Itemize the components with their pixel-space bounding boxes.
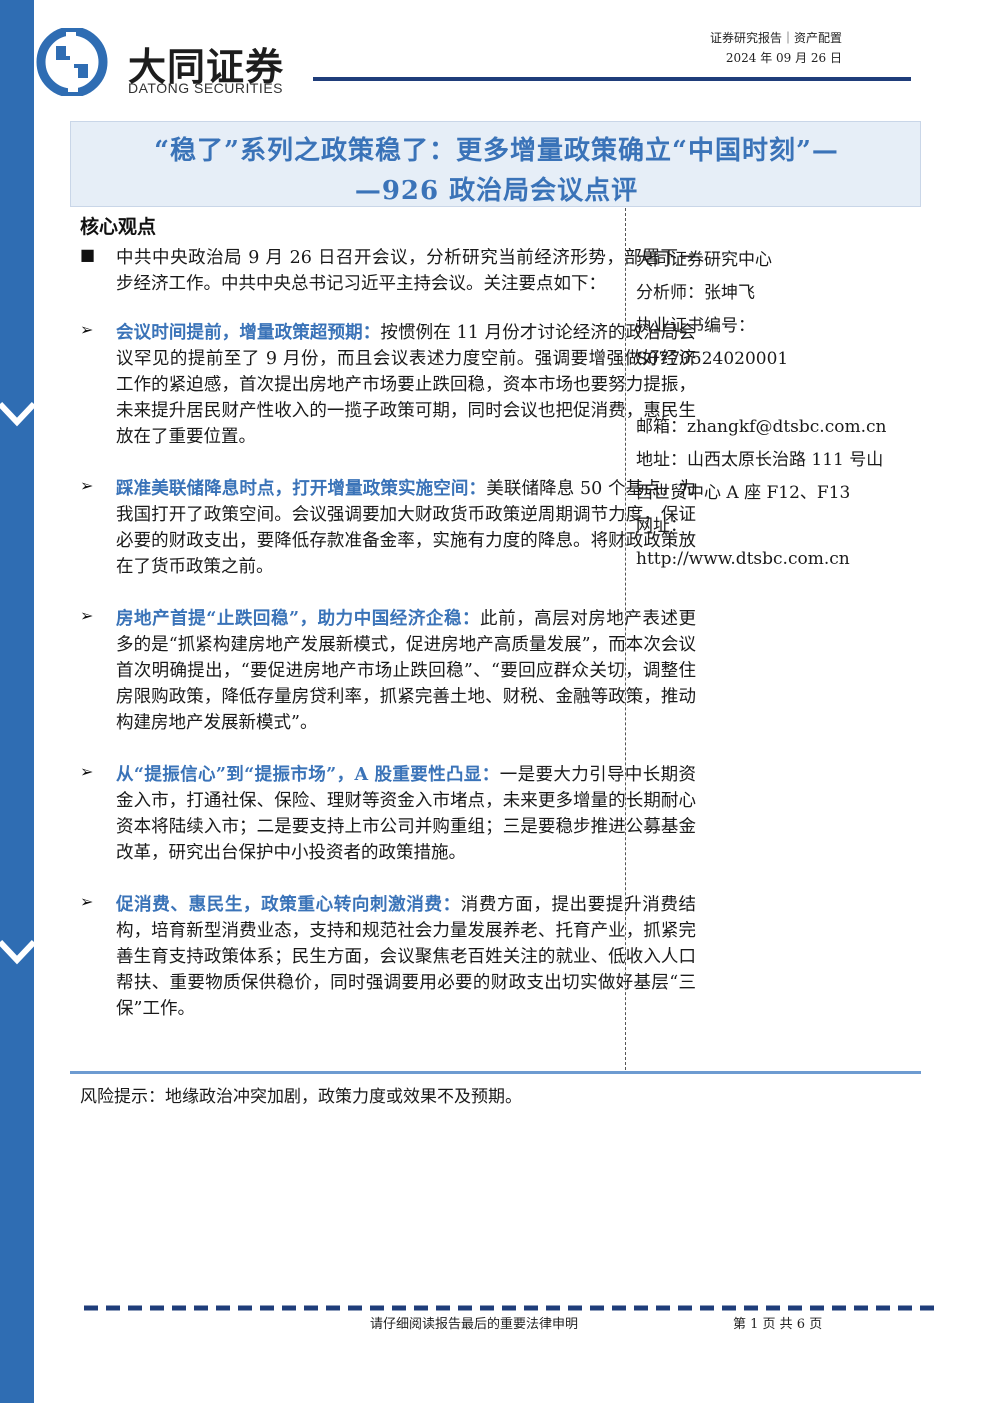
arrow-bullet-icon: ➢ (80, 476, 94, 495)
web-label: 网址： (636, 516, 687, 536)
report-date: 2024 年 09 月 26 日 (725, 51, 842, 65)
intro-text: 中共中央政治局 9 月 26 日召开会议，分析研究当前经济形势，部署下一步经济工… (116, 248, 696, 294)
analyst-info: 大同证券研究中心 分析师：张坤飞 执业证书编号： S0770524020001 (636, 244, 926, 376)
email[interactable]: 邮箱：zhangkf@dtsbc.com.cn (636, 417, 887, 437)
point-body: 消费方面，提出要提升消费结构，培育新型消费业态，支持和规范社会力量发展养老、托育… (116, 895, 697, 1019)
datong-logo-icon (36, 26, 108, 98)
address-line-2: 西世贸中心 A 座 F12、F13 (636, 483, 851, 503)
strip-notch-top (0, 400, 34, 428)
point-text: 促消费、惠民生，政策重心转向刺激消费：消费方面，提出要提升消费结构，培育新型消费… (116, 892, 696, 1022)
column-divider (625, 208, 626, 1070)
strip-notch-bottom (0, 938, 34, 966)
point-body: 按惯例在 11 月份才讨论经济的政治局会议罕见的提前至了 9 月份，而且会议表述… (116, 323, 696, 447)
report-title-line-1: “稳了”系列之政策稳了：更多增量政策确立“中国时刻”— (154, 136, 839, 166)
point-body: 一是要大力引导中长期资金入市，打通社保、保险、理财等资金入市堵点，未来更多增量的… (116, 765, 697, 863)
point-highlight: 会议时间提前，增量政策超预期： (116, 323, 381, 343)
arrow-bullet-icon: ➢ (80, 606, 94, 625)
arrow-bullet-icon: ➢ (80, 320, 94, 339)
web-url[interactable]: http://www.dtsbc.com.cn (636, 549, 850, 569)
point-highlight: 房地产首提“止跌回稳”，助力中国经济企稳： (116, 609, 481, 629)
point-body: 美联储降息 50 个基点，为我国打开了政策空间。会议强调要加大财政货币政策逆周期… (116, 479, 696, 577)
arrow-bullet-icon: ➢ (80, 762, 94, 781)
brand-name-cn: 大同证券 (128, 45, 285, 89)
header-meta: 证券研究报告｜资产配置 2024 年 09 月 26 日 (710, 28, 842, 68)
header-rule (313, 77, 911, 81)
point-body: 此前，高层对房地产表述更多的是“抓紧构建房地产发展新模式，促进房地产高质量发展”… (116, 609, 696, 733)
point-text: 会议时间提前，增量政策超预期：按惯例在 11 月份才讨论经济的政治局会议罕见的提… (116, 320, 696, 450)
page-number: 第 1 页 共 6 页 (733, 1317, 823, 1332)
point-text: 从“提振信心”到“提振市场”，A 股重要性凸显：一是要大力引导中长期资金入市，打… (116, 762, 696, 866)
section-bottom-rule (70, 1071, 921, 1074)
cert-label: 执业证书编号： (636, 316, 755, 336)
arrow-bullet-icon: ➢ (80, 892, 94, 911)
point-highlight: 促消费、惠民生，政策重心转向刺激消费： (116, 895, 461, 915)
footer-dashed-rule (84, 1305, 940, 1311)
risk-warning: 风险提示：地缘政治冲突加剧，政策力度或效果不及预期。 (80, 1087, 522, 1107)
left-decorative-strip (0, 0, 34, 1403)
legal-notice: 请仔细阅读报告最后的重要法律申明 (370, 1317, 579, 1332)
section-heading: 核心观点 (80, 216, 157, 238)
point-text: 踩准美联储降息时点，打开增量政策实施空间：美联储降息 50 个基点，为我国打开了… (116, 476, 696, 580)
title-band: “稳了”系列之政策稳了：更多增量政策确立“中国时刻”— —926 政治局会议点评 (70, 121, 921, 207)
report-type: 证券研究报告｜资产配置 (709, 31, 842, 45)
point-highlight: 从“提振信心”到“提振市场”，A 股重要性凸显： (116, 765, 500, 785)
brand-name-en: DATONG SECURITIES (128, 80, 284, 96)
analyst-name: 分析师：张坤飞 (636, 283, 755, 303)
address-line-1: 地址：山西太原长治路 111 号山 (636, 450, 884, 470)
contact-info: 邮箱：zhangkf@dtsbc.com.cn 地址：山西太原长治路 111 号… (636, 411, 926, 576)
report-title-line-2: —926 政治局会议点评 (354, 176, 639, 206)
org-name: 大同证券研究中心 (636, 250, 772, 270)
point-highlight: 踩准美联储降息时点，打开增量政策实施空间： (116, 479, 487, 499)
point-text: 房地产首提“止跌回稳”，助力中国经济企稳：此前，高层对房地产表述更多的是“抓紧构… (116, 606, 696, 736)
cert-number: S0770524020001 (636, 349, 789, 369)
square-bullet-icon: ■ (80, 245, 96, 264)
